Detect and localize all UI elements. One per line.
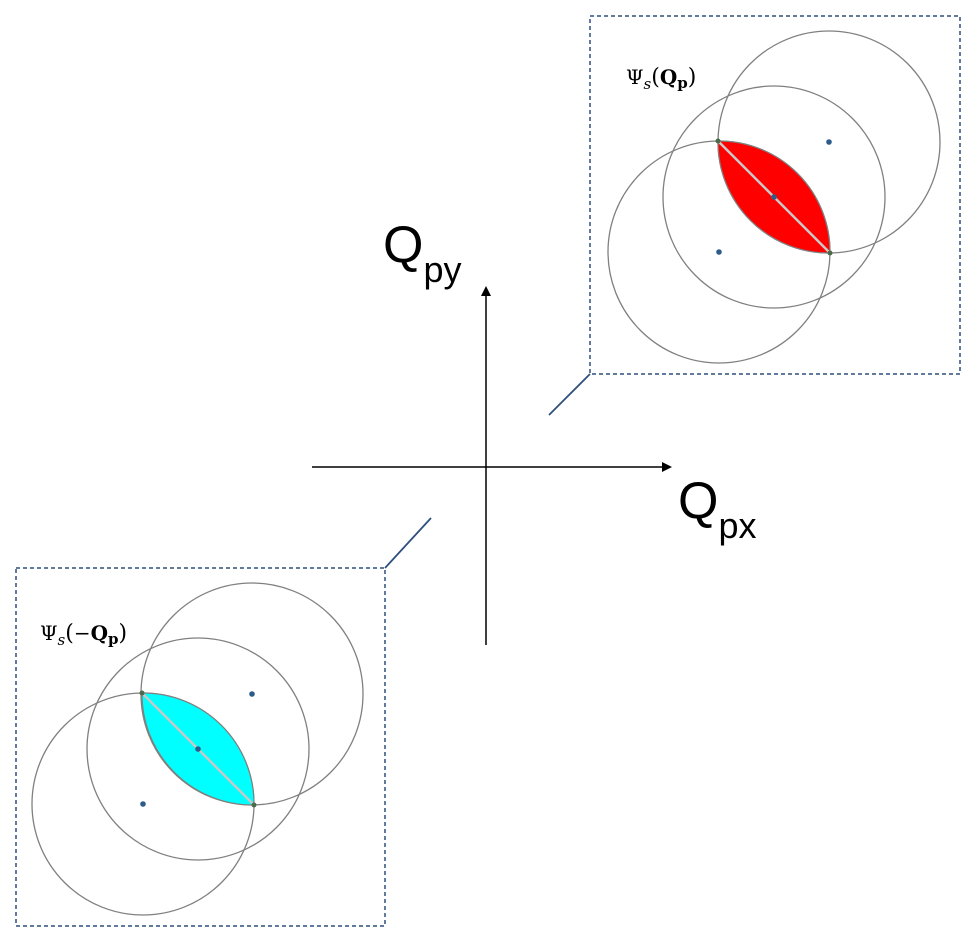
intersection-dot-top (139, 690, 145, 696)
circle-middle (86, 637, 310, 861)
center-dot-upper (249, 691, 255, 697)
inset-frame (15, 567, 386, 927)
axes: Qpx Qpy (312, 216, 756, 645)
center-dot-upper (826, 139, 832, 145)
inset-label-positive: Ψs(Qp) (626, 65, 696, 93)
leader-line-negative (384, 517, 432, 569)
inset-positive: Ψs(Qp) (589, 15, 961, 375)
leader-line-positive (548, 373, 591, 416)
center-dot-lower (140, 801, 146, 807)
inset-negative: Ψs(−Qp) (15, 567, 386, 927)
center-dot-middle (771, 194, 777, 200)
intersection-dot-top (715, 138, 721, 144)
x-axis-label: Qpx (678, 472, 756, 546)
circle-middle (662, 85, 886, 309)
center-dot-lower (716, 249, 722, 255)
inset-frame (589, 15, 961, 375)
y-axis-label: Qpy (383, 216, 461, 290)
intersection-dot-bottom (251, 802, 257, 808)
inset-label-negative: Ψs(−Qp) (40, 621, 127, 649)
center-dot-middle (195, 746, 201, 752)
intersection-dot-bottom (827, 250, 833, 256)
